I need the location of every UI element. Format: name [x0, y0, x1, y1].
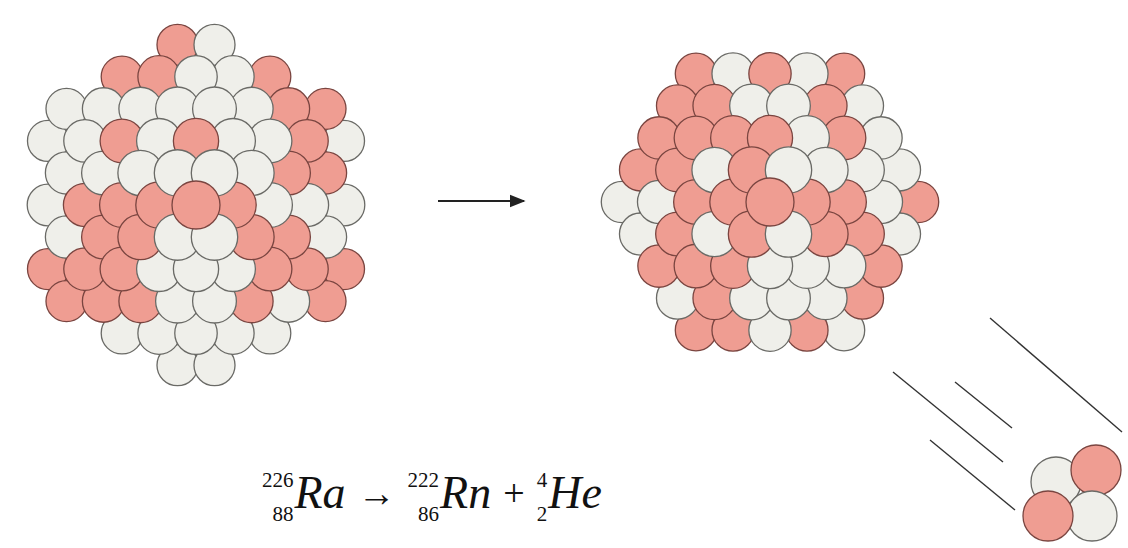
nucleon — [1071, 445, 1121, 495]
nuclide-number: 2 — [537, 504, 548, 525]
element-symbol: He — [548, 470, 602, 516]
nuclide-number: 4 — [537, 470, 548, 491]
nuclide-number: 226 — [262, 470, 294, 491]
nuclide-number: 222 — [408, 470, 440, 491]
reaction-arrow — [438, 200, 524, 202]
element-symbol: Ra — [295, 470, 346, 516]
element-symbol: Rn — [440, 470, 491, 516]
motion-line — [893, 372, 1003, 462]
motion-line — [955, 382, 1012, 428]
alpha-particle — [1023, 445, 1121, 541]
nucleon — [1023, 491, 1073, 541]
nuclide-number: 88 — [273, 504, 294, 525]
nucleon — [1067, 491, 1117, 541]
radon-nucleus — [601, 53, 938, 352]
operator-sign: + — [503, 474, 524, 512]
operator-sign: → — [358, 474, 396, 512]
motion-lines — [893, 318, 1122, 510]
motion-line — [990, 318, 1122, 432]
motion-line — [930, 440, 1015, 510]
nuclide-number: 86 — [418, 504, 439, 525]
nucleon — [172, 181, 220, 229]
nucleon — [746, 178, 794, 226]
radium-nucleus — [27, 24, 365, 385]
